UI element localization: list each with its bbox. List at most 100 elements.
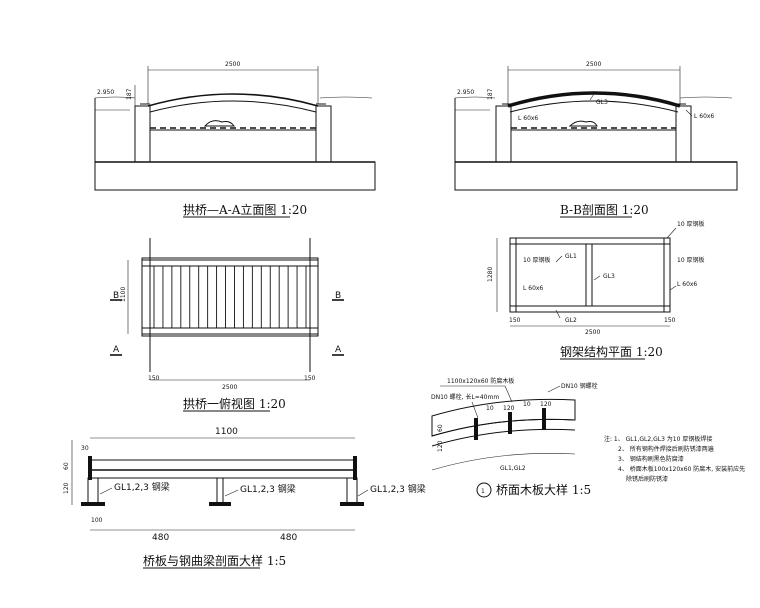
bolt-1 xyxy=(474,418,478,440)
margin-left-dim: 150 xyxy=(509,317,521,324)
spacing-3: 10 xyxy=(523,401,531,408)
gl1-label: GL1 xyxy=(565,253,577,260)
dim-60: 60 xyxy=(437,424,444,432)
section-mark-a-right: A xyxy=(335,345,342,355)
dim-120: 120 xyxy=(63,482,70,494)
plan-outline xyxy=(141,259,319,335)
note-angle-right: L 60x6 xyxy=(677,281,697,288)
steel-edge-top xyxy=(141,257,319,267)
dim-480-left: 480 xyxy=(152,533,169,543)
gl1-leader xyxy=(555,255,563,263)
gl3-tag: GL3 xyxy=(596,99,608,106)
brick-abutment-right xyxy=(675,105,692,163)
detail-circle xyxy=(476,482,492,498)
bolt-note-left: DN10 螺栓, 长L=40mm xyxy=(431,393,499,401)
arch-deck-top xyxy=(147,93,319,107)
note-angle-left: L 60x6 xyxy=(523,285,543,292)
grass-left xyxy=(454,96,496,99)
width-dim-text: 1100 xyxy=(120,287,127,302)
bolt-note-right: DN10 钢螺栓 xyxy=(561,382,598,390)
elevation-title: 拱桥—A-A立面图 1:20 xyxy=(183,202,307,217)
length-dim-text: 1100 xyxy=(215,427,238,437)
beam-tag-mid-leader xyxy=(224,489,239,497)
angle-leader-right xyxy=(685,109,693,117)
steel-beam-left-flange xyxy=(81,502,105,506)
beam-tag: GL1,GL2 xyxy=(500,465,526,472)
beam-tag-left-leader xyxy=(99,487,113,495)
side-dim-right: 150 xyxy=(304,375,316,382)
bolt-note-left-leader xyxy=(471,401,479,419)
steel-frame-plan: GL1 GL3 GL2 2500 1280 150 150 10 厚钢板 L 6… xyxy=(487,220,705,360)
steel-beam-right-flange xyxy=(340,502,364,506)
margin-right-dim: 150 xyxy=(664,317,676,324)
spacing-1: 10 xyxy=(486,405,494,412)
bolts xyxy=(474,408,546,440)
beam-tag-right-leader xyxy=(357,489,369,497)
note-plate-left: 10 厚钢板 xyxy=(523,256,551,264)
board-layer xyxy=(89,469,356,479)
spacing-2: 120 xyxy=(503,405,515,412)
note-4: 4、 桥面木板100x120x60 防腐木, 安装前应先 xyxy=(618,465,745,473)
brick-base xyxy=(149,129,317,163)
angle-tag-right: L 60x6 xyxy=(694,113,714,120)
beam-section-title: 桥板与钢曲梁剖面大样 1:5 xyxy=(143,553,286,568)
bolt-note-right-leader xyxy=(547,385,561,393)
stone xyxy=(203,120,235,127)
gl2-leader xyxy=(555,309,561,319)
elevation-mark: 2.950 xyxy=(457,89,474,96)
board-spec-leader xyxy=(504,385,513,403)
end-bolt-left xyxy=(88,456,92,480)
bolt-3 xyxy=(542,408,546,430)
angle-tag-left: L 60x6 xyxy=(518,115,538,122)
note-1: 注: 1、 GL1,GL2,GL3 为10 厚钢板焊接 xyxy=(604,435,712,443)
stone xyxy=(568,120,598,127)
gl3-leader xyxy=(589,93,595,101)
dim-120: 120 xyxy=(437,440,444,452)
grass-left xyxy=(94,96,136,99)
note-plate-top-leader xyxy=(666,227,677,239)
note-plate-top: 10 厚钢板 xyxy=(677,220,705,228)
span-dim-text: 2500 xyxy=(586,61,601,68)
brick-base xyxy=(510,129,677,163)
bolt-2 xyxy=(508,412,512,434)
dim-100: 100 xyxy=(91,517,103,524)
grass-right xyxy=(679,96,733,99)
board-detail-drawing: 1100x120x60 防腐木板 DN10 钢螺栓 DN10 螺栓, 长L=40… xyxy=(431,377,598,498)
gl3-leader xyxy=(593,275,601,281)
gl2-label: GL2 xyxy=(565,317,577,324)
steel-curve-top xyxy=(431,428,576,447)
section-mark-b-left: B xyxy=(113,291,119,301)
elevation-drawing: 2500 2.950 187 拱桥—A-A立面图 1:20 xyxy=(94,61,376,218)
steel-beam-left xyxy=(87,477,99,505)
beam-section-drawing: 1100 30 60 120 100 480 480 GL1,2,3 钢梁 GL… xyxy=(63,427,426,569)
brick-abutment-left xyxy=(495,105,512,163)
dim-60: 60 xyxy=(63,462,70,470)
steel-beam-mid xyxy=(216,477,224,505)
note-3: 3、 钢结构刷黑色防腐漆 xyxy=(618,455,684,463)
arch-deck-thick xyxy=(507,91,681,108)
grass-right xyxy=(319,96,373,99)
frame-end-plate-left xyxy=(509,237,517,313)
general-notes: 注: 1、 GL1,GL2,GL3 为10 厚钢板焊接 2、 所有钢构件焊接后刷… xyxy=(604,435,745,483)
ground-hatch xyxy=(454,161,738,191)
height-dim-text: 187 xyxy=(126,88,133,100)
section-drawing: 2500 2.950 187 GL3 L 60x6 L 60x6 B-B剖面图 … xyxy=(454,61,738,218)
total-dim-text: 2500 xyxy=(222,384,237,391)
dim-30: 30 xyxy=(81,445,89,452)
note-angle-right-leader xyxy=(669,285,677,291)
board-detail-title: 桥面木板大样 1:5 xyxy=(496,482,591,497)
section-title: B-B剖面图 1:20 xyxy=(560,203,649,217)
frame-outline xyxy=(509,237,671,313)
board-spec-note: 1100x120x60 防腐木板 xyxy=(447,377,514,385)
beam-tag-mid: GL1,2,3 钢梁 xyxy=(240,483,296,495)
plan-view-drawing: 2500 150 150 1100 B B A A 拱桥一俯视图 1:20 xyxy=(110,238,344,412)
board-underside xyxy=(431,418,576,437)
end-bolt-right xyxy=(353,456,357,480)
detail-number: 1 xyxy=(481,488,485,495)
spacing-4: 120 xyxy=(540,401,552,408)
beam-tag-right: GL1,2,3 钢梁 xyxy=(370,483,426,495)
note-5: 除锈后刷防锈漆 xyxy=(626,475,668,483)
ground-hatch xyxy=(94,161,376,191)
plank-grid xyxy=(149,259,311,335)
